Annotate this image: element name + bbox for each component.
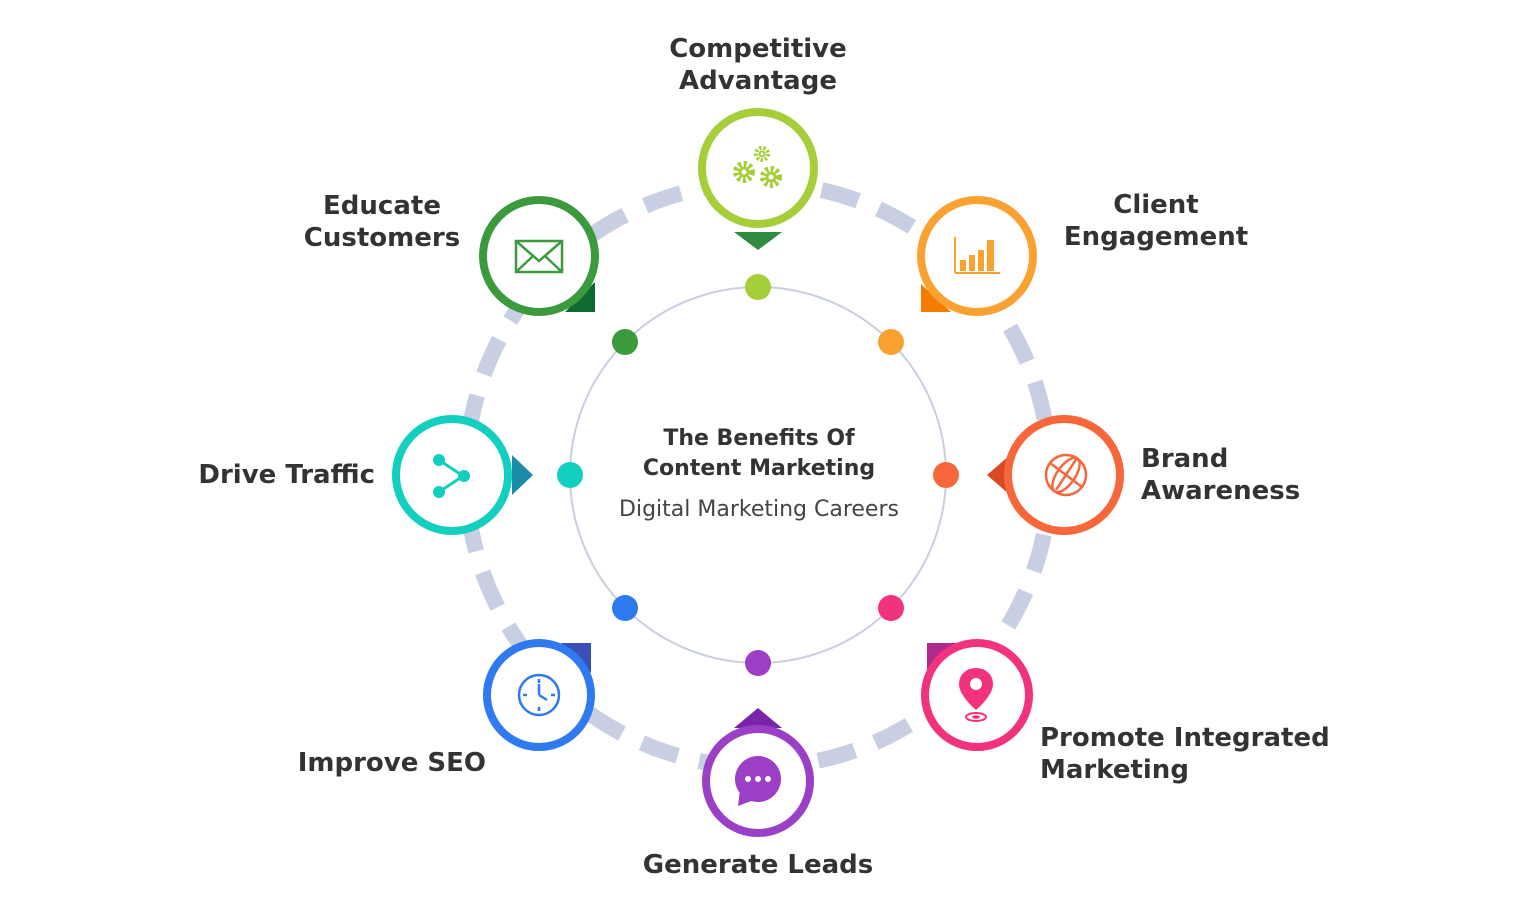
pointer-generate-leads: [734, 708, 782, 728]
label-line: Advantage: [679, 66, 837, 96]
dot-improve-seo: [612, 595, 638, 621]
label-promote-integrated-marketing: Promote Integrated Marketing: [1040, 722, 1330, 786]
node-educate-customers: [479, 196, 599, 316]
dot-competitive-advantage: [745, 274, 771, 300]
dot-drive-traffic: [557, 462, 583, 488]
globe-icon: [1044, 453, 1088, 497]
label-line: Educate: [323, 191, 441, 221]
pointer-brand-awareness: [987, 455, 1010, 495]
diagram-title: The Benefits Of Content Marketing: [559, 424, 959, 484]
label-educate-customers: Educate Customers: [262, 190, 502, 254]
dot-generate-leads: [745, 650, 771, 676]
label-drive-traffic: Drive Traffic: [125, 459, 375, 491]
map-pin-icon: [959, 668, 993, 722]
node-brand-awareness: [987, 415, 1124, 535]
node-improve-seo: [483, 639, 595, 751]
label-line: Competitive: [669, 34, 847, 64]
label-line: Client: [1113, 190, 1199, 220]
node-client-engagement: [917, 196, 1037, 316]
label-line: Promote Integrated: [1040, 723, 1330, 753]
clock-icon: [517, 673, 561, 717]
node-competitive-advantage: [698, 108, 818, 250]
label-generate-leads: Generate Leads: [608, 849, 908, 881]
label-brand-awareness: Brand Awareness: [1141, 443, 1300, 507]
label-line: Generate Leads: [642, 850, 874, 880]
label-line: Customers: [303, 223, 461, 253]
share-icon: [433, 454, 470, 498]
badge-client-engagement: [917, 196, 1037, 316]
label-line: Marketing: [1040, 755, 1189, 785]
label-line: Brand: [1141, 444, 1229, 474]
node-generate-leads: [702, 708, 814, 837]
badge-competitive-advantage: [698, 108, 818, 228]
gears-icon: [733, 146, 782, 188]
label-improve-seo: Improve SEO: [236, 747, 486, 779]
node-promote-integrated-marketing: [921, 639, 1033, 751]
chat-bubble-icon: [735, 756, 781, 806]
diagram-subtitle: Digital Marketing Careers: [619, 497, 899, 522]
envelope-icon: [514, 239, 564, 274]
dot-educate-customers: [612, 329, 638, 355]
node-drive-traffic: [392, 415, 533, 535]
label-line: Improve SEO: [297, 748, 486, 778]
label-line: Engagement: [1063, 222, 1249, 252]
dot-client-engagement: [878, 329, 904, 355]
label-client-engagement: Client Engagement: [1036, 189, 1276, 253]
label-line: Awareness: [1141, 476, 1301, 506]
label-competitive-advantage: Competitive Advantage: [608, 33, 908, 97]
badge-educate-customers: [479, 196, 599, 316]
dot-brand-awareness: [933, 462, 959, 488]
pointer-drive-traffic: [512, 455, 533, 495]
title-line-1: The Benefits Of: [663, 426, 855, 451]
label-line: Drive Traffic: [198, 460, 375, 490]
badge-drive-traffic: [392, 415, 512, 535]
pointer-competitive-advantage: [734, 232, 782, 250]
title-line-2: Content Marketing: [642, 456, 876, 481]
dot-promote-integrated-marketing: [878, 595, 904, 621]
bar-chart-icon: [954, 237, 1000, 274]
